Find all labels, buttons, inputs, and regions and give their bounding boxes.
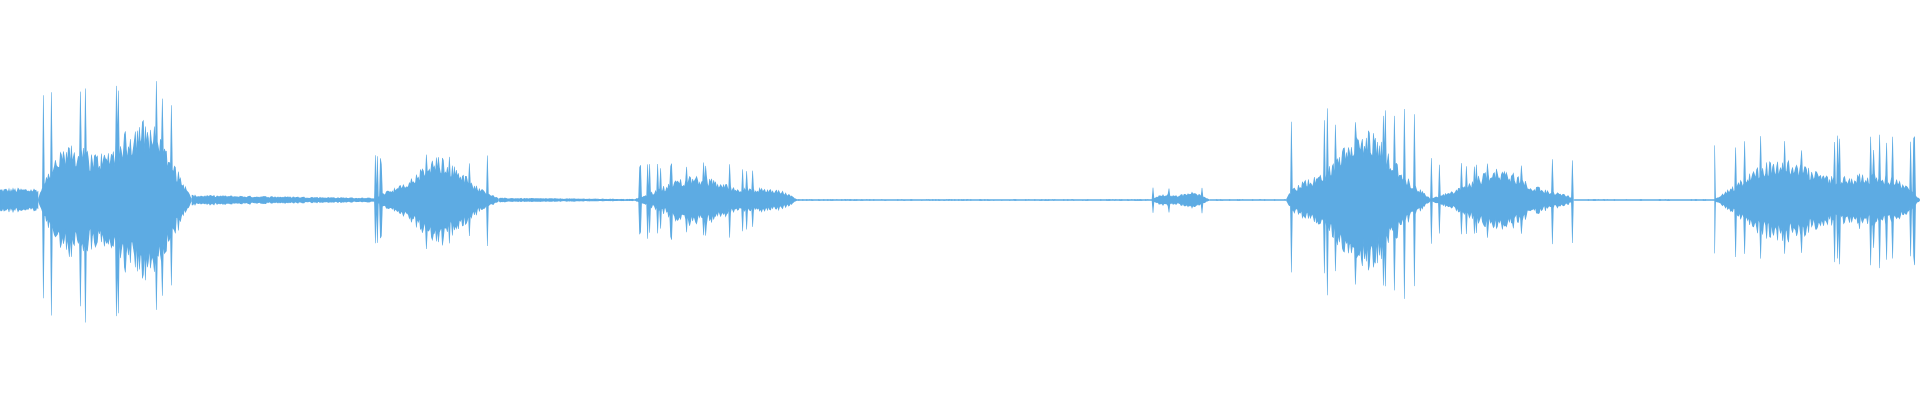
waveform-segment (1209, 199, 1286, 201)
waveform-segment (0, 187, 39, 213)
waveform-segment (1151, 187, 1210, 214)
waveform-segment (796, 199, 1153, 201)
waveform-segment (498, 197, 634, 203)
waveform-segment (374, 154, 499, 250)
waveform-segment (38, 81, 192, 323)
waveform-segment (1574, 199, 1715, 201)
waveform-samples (0, 81, 1920, 323)
waveform-segment (1430, 158, 1574, 245)
waveform-segment (191, 194, 375, 206)
